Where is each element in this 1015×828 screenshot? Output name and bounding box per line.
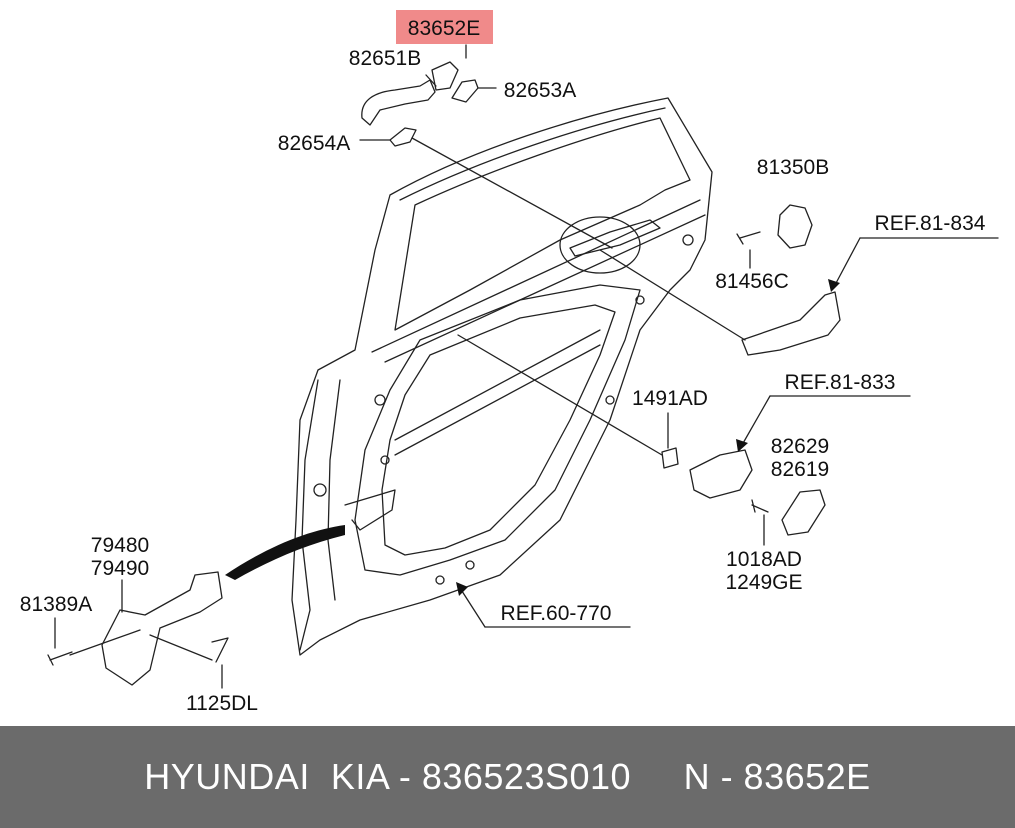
leader-checker-to-bolt	[149, 634, 213, 661]
bolt-81389a	[47, 651, 73, 666]
label-1491AD: 1491AD	[632, 387, 708, 410]
leader-82651B	[425, 74, 437, 87]
label-81350B: 81350B	[757, 156, 829, 179]
arrowhead-ref81833	[736, 439, 748, 452]
pad-82629	[781, 489, 826, 536]
door-frame-outer	[291, 97, 713, 656]
leader-handle-to-door	[411, 137, 613, 249]
label-82654A: 82654A	[278, 132, 350, 155]
outside-handle-part	[361, 79, 436, 126]
leader-latch-to-door	[599, 249, 746, 341]
handle-cover-part	[431, 61, 459, 91]
gasket-part	[451, 79, 479, 103]
checker-strap	[225, 525, 345, 580]
inner-rail	[394, 329, 601, 441]
door-latch-part	[689, 449, 753, 499]
inside-handle-outline	[569, 219, 661, 257]
arrowhead-ref60770	[456, 582, 468, 596]
highlight-box-83652E	[396, 10, 493, 44]
label-82651B: 82651B	[349, 47, 421, 70]
window-frame-band	[399, 107, 666, 201]
leader-ref81833-arrow	[741, 395, 771, 446]
label-1125DL: 1125DL	[186, 692, 258, 715]
arrowhead-ref81834	[828, 279, 840, 292]
rear-door-exploded-diagram: 83652E 82651B 82653A 82654A 81350B 81456…	[20, 10, 999, 715]
label-82629: 82629	[771, 435, 829, 458]
footer-bar: HYUNDAI KIA - 836523S010 N - 83652E	[0, 726, 1015, 828]
inner-panel	[354, 284, 641, 576]
label-79490: 79490	[91, 557, 149, 580]
belt-line	[371, 199, 701, 353]
leader-ref81834-arrow	[834, 237, 861, 286]
label-82619: 82619	[771, 458, 829, 481]
label-1249GE: 1249GE	[725, 571, 802, 594]
leader-81389A-to-checker	[69, 629, 141, 656]
pad-part	[389, 127, 417, 147]
inner-rail-2	[394, 344, 601, 456]
label-ref60770: REF.60-770	[501, 602, 612, 625]
belt-line-lower	[384, 214, 706, 363]
bolt-1018ad	[751, 499, 769, 513]
checker-arm	[344, 489, 396, 531]
clip-part	[661, 447, 679, 469]
window-frame-inner	[394, 117, 691, 331]
label-ref81834: REF.81-834	[875, 212, 986, 235]
striker-part	[777, 204, 813, 249]
leader-clip-to-door	[457, 334, 663, 456]
label-82653A: 82653A	[504, 79, 576, 102]
hinge-pillar	[299, 379, 319, 651]
leader-ref60770-arrow	[459, 587, 486, 628]
label-1018AD: 1018AD	[726, 548, 802, 571]
handle-recess	[559, 216, 641, 274]
hinge-pillar-inner	[327, 379, 341, 601]
footer-part-number: HYUNDAI KIA - 836523S010 N - 83652E	[144, 756, 871, 797]
latch-handle-part	[741, 291, 841, 356]
door-checker-part	[101, 571, 223, 686]
label-81456C: 81456C	[715, 270, 789, 293]
label-ref81833: REF.81-833	[785, 371, 896, 394]
label-83652E: 83652E	[408, 17, 480, 40]
inner-panel-opening	[381, 304, 616, 556]
label-79480: 79480	[91, 534, 149, 557]
label-81389A: 81389A	[20, 593, 92, 616]
screw-81456c	[736, 231, 761, 245]
bolt-1125dl	[211, 637, 229, 663]
